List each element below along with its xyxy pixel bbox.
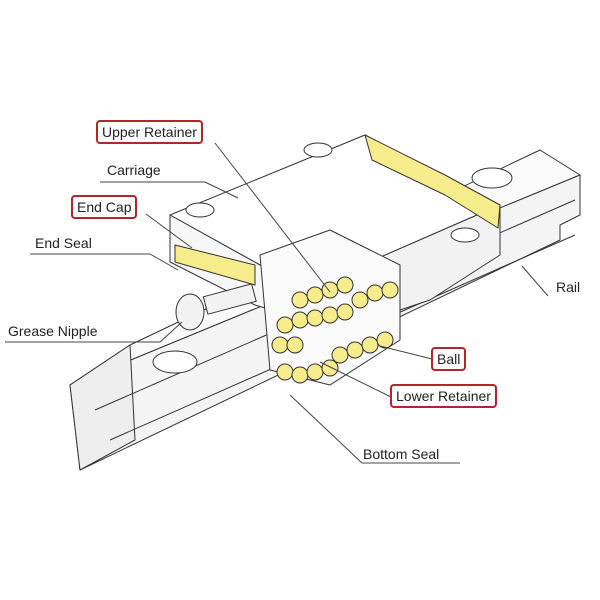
- ball-cluster: [271, 276, 399, 384]
- upper-retainer-label: Upper Retainer: [96, 120, 203, 144]
- carriage-label: Carriage: [107, 162, 161, 178]
- end-cap-label: End Cap: [71, 195, 138, 219]
- end-seal-label: End Seal: [35, 235, 92, 251]
- bottom-seal-label: Bottom Seal: [363, 446, 440, 462]
- grease-nipple-label: Grease Nipple: [8, 323, 98, 339]
- grease-nipple-shape: [175, 283, 257, 331]
- rail-label: Rail: [556, 279, 581, 295]
- lower-retainer-label: Lower Retainer: [390, 384, 497, 408]
- ball-label: Ball: [431, 347, 467, 371]
- leader-lines: [5, 142, 549, 464]
